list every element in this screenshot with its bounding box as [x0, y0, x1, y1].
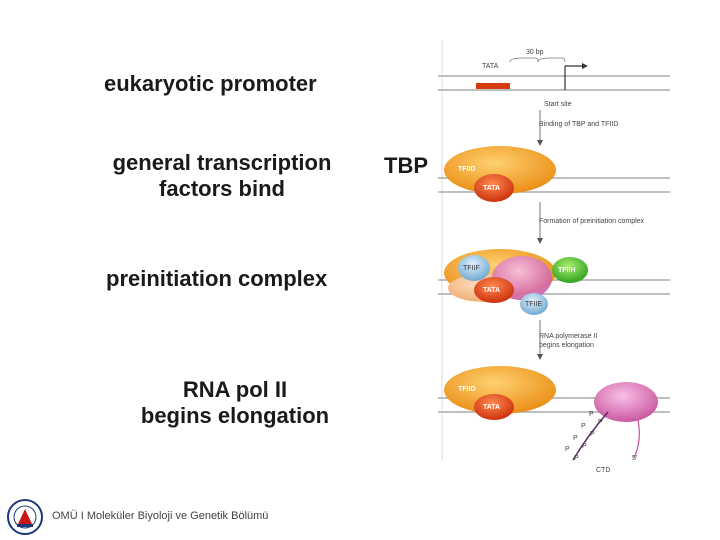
panel-gtf: TFIID TATA: [438, 146, 670, 202]
tfiih-shape: [552, 257, 588, 283]
p-mark-4: P: [565, 446, 570, 453]
stage-gtf-line2: factors bind: [159, 176, 285, 201]
elong-tata-label: TATA: [483, 404, 500, 411]
panel-promoter: TATA 30 bp Start site: [438, 49, 670, 108]
tfiih-label: TFIIH: [558, 267, 576, 274]
stage-pol: RNA pol II begins elongation: [120, 377, 350, 429]
step1-label: Binding of TBP and TFIID: [539, 121, 618, 128]
p-mark-5: P: [598, 419, 603, 426]
stage-pic: preinitiation complex: [106, 266, 328, 291]
panel-elongation: TFIID TATA P P P P P P P P 5' CTD: [438, 366, 670, 474]
panel-pic: TFIIF TFIIH TATA TFIIE: [438, 249, 670, 315]
step3-line1: RNA polymerase II: [539, 333, 597, 340]
stage-gtf: general transcription factors bind: [96, 150, 348, 202]
tata-label: TATA: [482, 63, 499, 70]
tfiie-shape: [520, 293, 548, 315]
tbp-label: TBP: [384, 153, 428, 178]
stage-promoter: eukaryotic promoter: [104, 71, 317, 96]
pic-tata-label: TATA: [483, 287, 500, 294]
five-prime-label: 5': [632, 455, 637, 462]
ctd-label: CTD: [596, 467, 610, 474]
stage-pol-line1: RNA pol II: [182, 377, 288, 402]
p-mark-6: P: [590, 431, 595, 438]
footer: OMÜ I Moleküler Biyoloji ve Genetik Bölü…: [0, 496, 720, 540]
tfiif-label: TFIIF: [463, 265, 480, 272]
p-mark-1: P: [589, 411, 594, 418]
p-mark-7: P: [582, 443, 587, 450]
tata-protein-label: TATA: [483, 185, 500, 192]
tfiif-shape: [458, 255, 490, 281]
p-mark-3: P: [573, 435, 578, 442]
bp-label: 30 bp: [526, 49, 544, 56]
elong-tata-shape: [474, 394, 514, 420]
stage-gtf-line1: general transcription: [112, 150, 332, 175]
elong-tfiid-shape: [444, 366, 556, 414]
p-mark-2: P: [581, 423, 586, 430]
university-logo-icon: [7, 499, 43, 535]
start-site-label: Start site: [544, 101, 572, 108]
tfiie-label: TFIIE: [525, 301, 542, 308]
pic-tata-shape: [474, 277, 514, 303]
step3-line2: begins elongation: [539, 342, 594, 349]
elong-polII-shape: [594, 382, 658, 422]
rna-strand: [633, 419, 640, 459]
tata-box: [476, 83, 510, 89]
tfiid-label: TFIID: [458, 166, 476, 173]
elong-tfiid-label: TFIID: [458, 386, 476, 393]
step2-label: Formation of preinitiation complex: [539, 218, 645, 225]
ctd-tail: [572, 411, 609, 461]
transcription-figure: TATA 30 bp Start site Binding of TBP and…: [438, 40, 670, 480]
stage-pol-line2: begins elongation: [140, 403, 330, 428]
footer-text: OMÜ I Moleküler Biyoloji ve Genetik Bölü…: [52, 510, 269, 522]
p-mark-8: P: [574, 455, 579, 462]
tfiid-shape: [444, 146, 556, 194]
tata-protein-shape: [474, 174, 514, 202]
